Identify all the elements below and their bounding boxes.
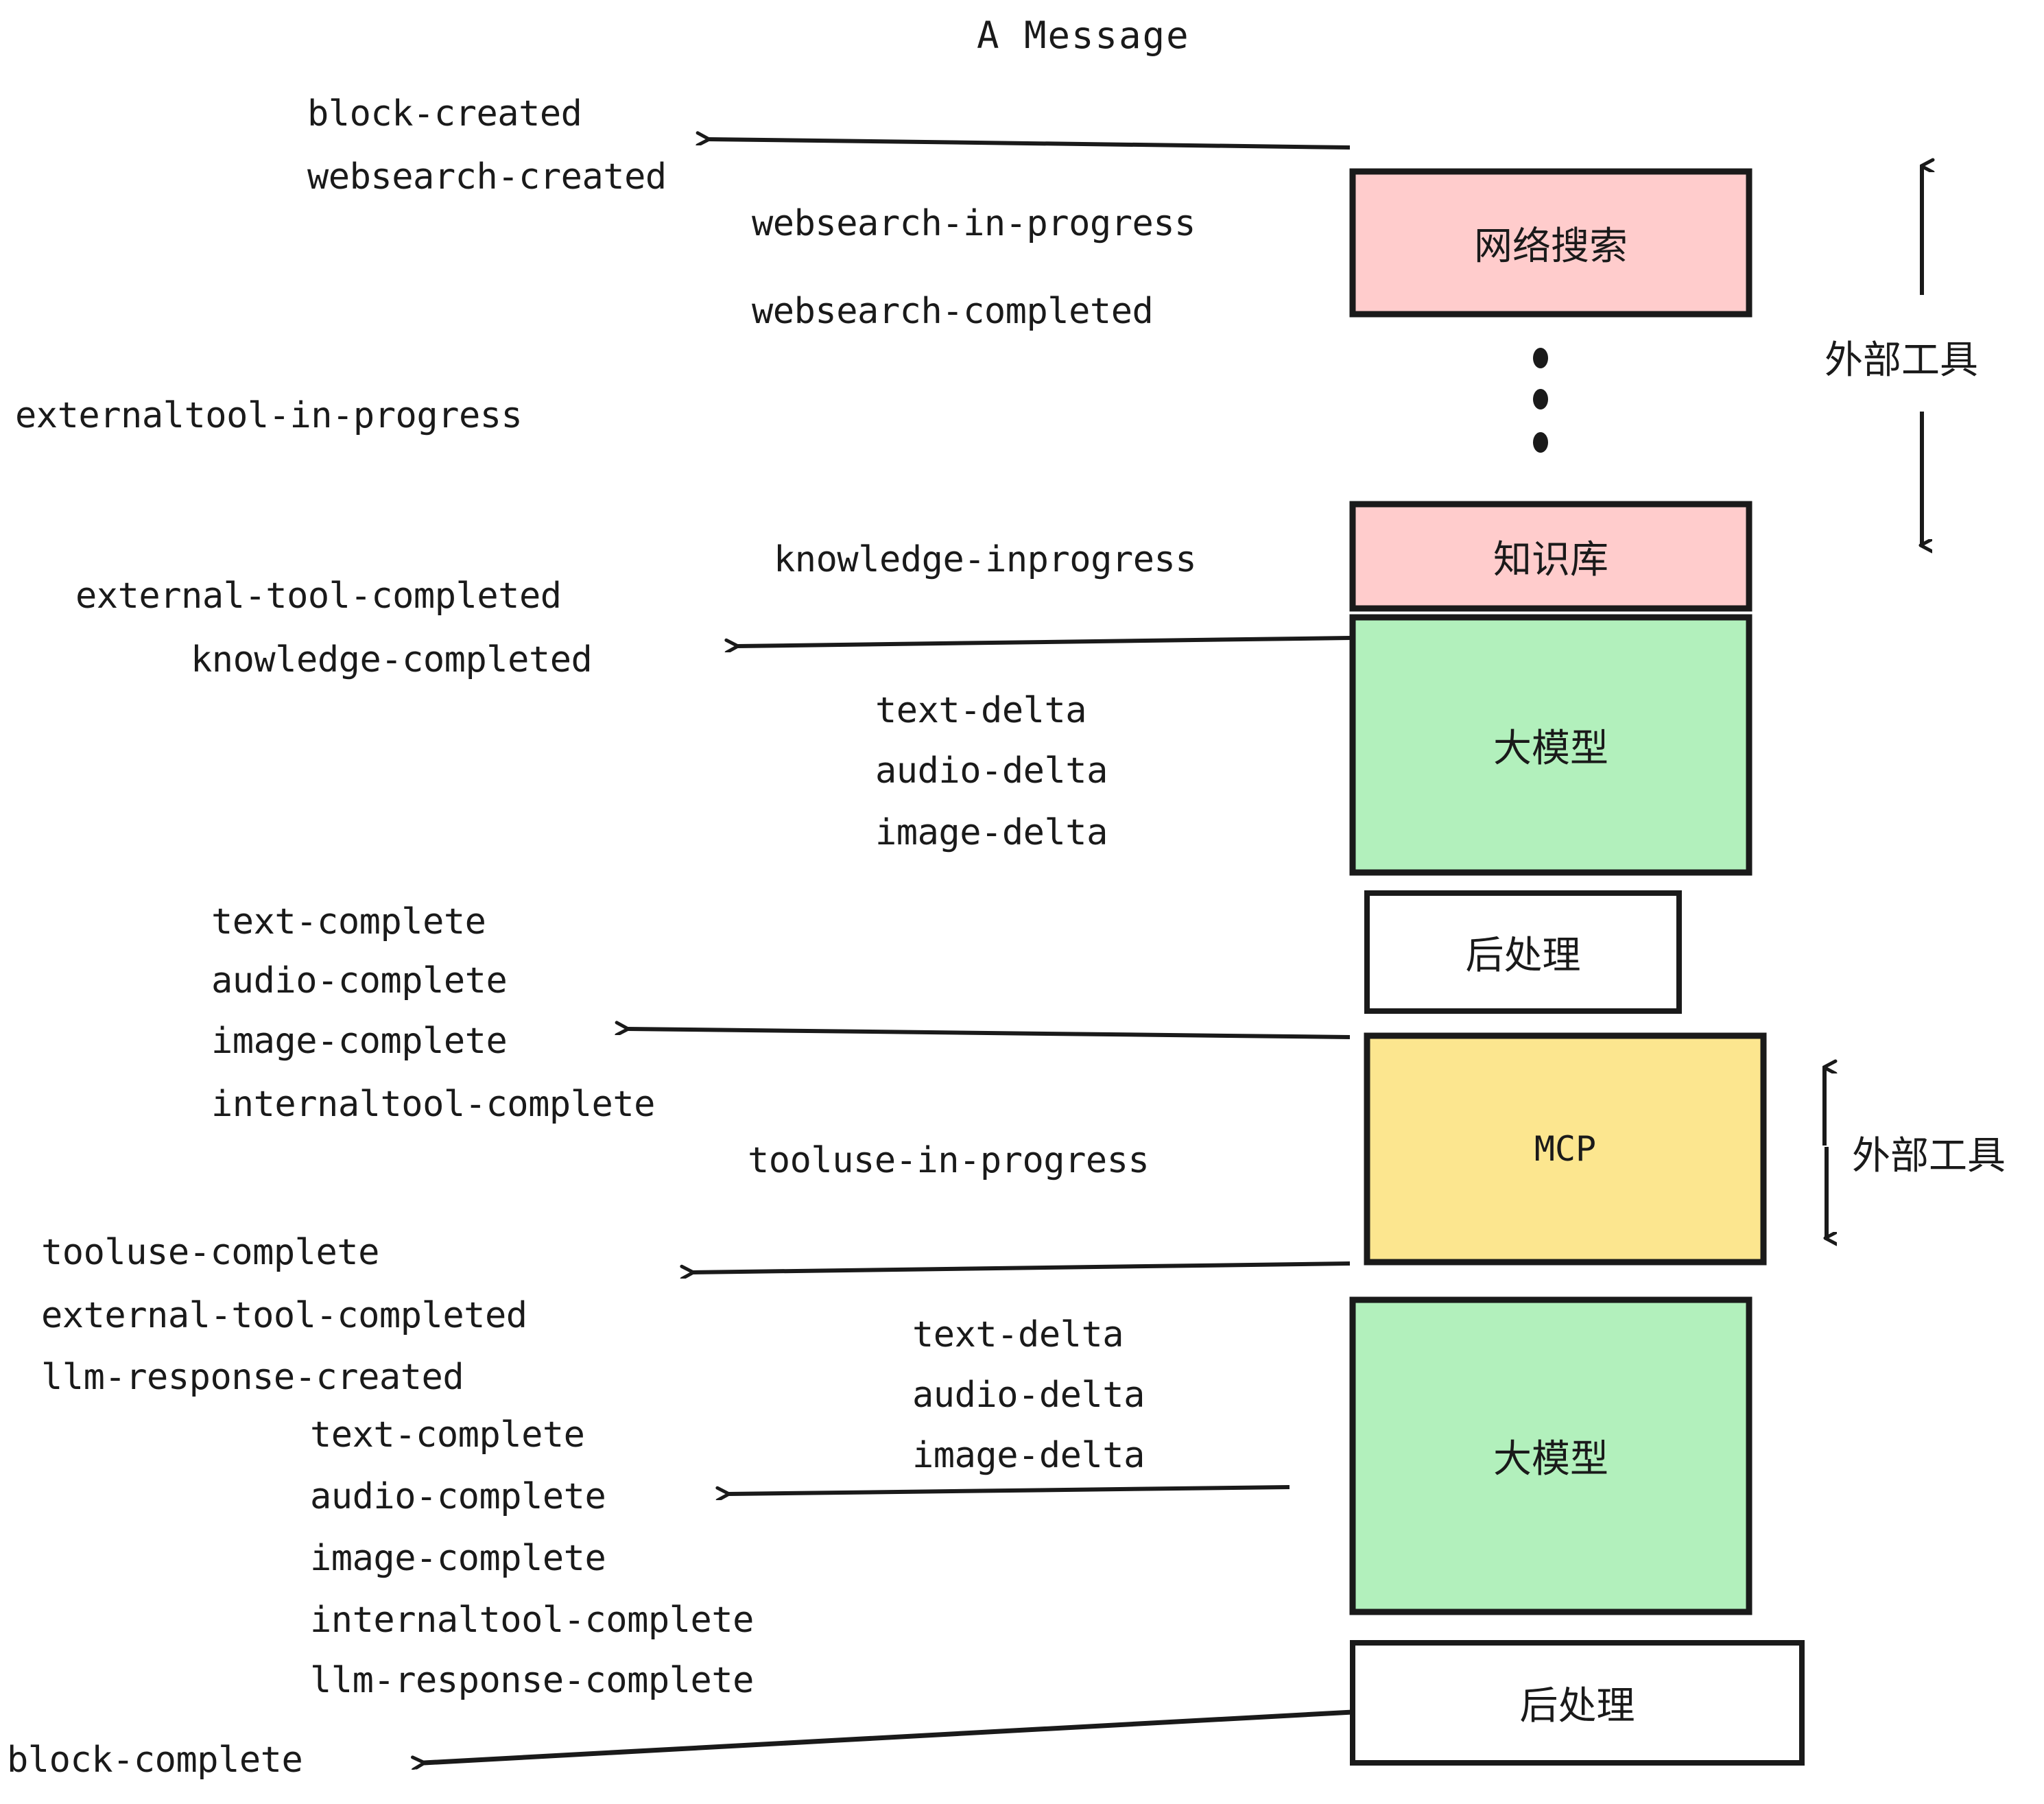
box-postprocess-1[interactable]	[1364, 890, 1682, 1014]
diagram-title: A Message	[977, 14, 1190, 57]
event-label-audio-delta-1: audio-delta	[875, 750, 1108, 792]
event-label-llm-response-complete: llm-response-complete	[310, 1660, 754, 1701]
event-label-websearch-completed: websearch-completed	[752, 291, 1154, 332]
box-knowledge[interactable]	[1349, 501, 1752, 612]
box-postprocess-2[interactable]	[1350, 1640, 1805, 1766]
box-label-knowledge: 知识库	[1493, 537, 1608, 582]
event-label-tooluse-in-progress: tooluse-in-progress	[748, 1140, 1150, 1181]
box-label-llm-2: 大模型	[1493, 1437, 1608, 1482]
event-label-text-complete-2: text-complete	[310, 1414, 585, 1456]
box-label-postprocess-1: 后处理	[1465, 933, 1581, 978]
arrow-mcp-to-tooluse-complete	[693, 1261, 1351, 1272]
event-label-websearch-in-progress: websearch-in-progress	[752, 203, 1196, 244]
arrow-websearch-to-created	[709, 139, 1351, 150]
group-label-external-tools-top: 外部工具	[1825, 338, 1978, 383]
event-label-audio-complete-1: audio-complete	[211, 960, 508, 1001]
box-label-postprocess-2: 后处理	[1519, 1684, 1635, 1729]
ellipsis-dot-1	[1533, 348, 1548, 368]
box-llm-1[interactable]	[1349, 614, 1752, 876]
event-label-image-delta-2: image-delta	[912, 1435, 1145, 1476]
event-label-text-complete-1: text-complete	[211, 901, 486, 942]
box-label-mcp: MCP	[1534, 1129, 1597, 1169]
arrow-llm2-to-audio-complete	[728, 1485, 1290, 1494]
event-label-image-delta-1: image-delta	[875, 812, 1108, 853]
arrow-post2-to-block-complete	[424, 1709, 1353, 1763]
ellipsis-dot-3	[1533, 432, 1548, 453]
group-label-external-tools-bottom: 外部工具	[1852, 1134, 2006, 1178]
arrow-knowledge-to-completed	[737, 636, 1351, 646]
event-label-image-complete-2: image-complete	[310, 1538, 606, 1579]
box-mcp[interactable]	[1364, 1032, 1767, 1266]
event-label-text-delta-1: text-delta	[875, 690, 1087, 731]
event-label-internaltool-complete-1: internaltool-complete	[211, 1084, 655, 1125]
box-label-llm-1: 大模型	[1493, 726, 1608, 771]
event-label-tooluse-complete: tooluse-complete	[41, 1232, 379, 1273]
event-label-audio-delta-2: audio-delta	[912, 1375, 1145, 1416]
event-label-image-complete-1: image-complete	[211, 1021, 508, 1062]
event-label-externaltool-in-progress: externaltool-in-progress	[15, 395, 523, 436]
event-label-internaltool-complete-2: internaltool-complete	[310, 1600, 754, 1641]
event-label-block-complete: block-complete	[7, 1740, 303, 1781]
event-label-websearch-created: websearch-created	[307, 156, 667, 198]
event-label-external-tool-completed-1: external-tool-completed	[75, 575, 562, 617]
event-label-llm-response-created: llm-response-created	[41, 1357, 464, 1398]
event-label-knowledge-completed: knowledge-completed	[191, 639, 593, 680]
box-llm-2[interactable]	[1349, 1296, 1752, 1615]
event-label-block-created: block-created	[307, 93, 582, 134]
event-label-knowledge-inprogress: knowledge-inprogress	[774, 539, 1197, 580]
event-label-text-delta-2: text-delta	[912, 1314, 1124, 1355]
arrow-post1-to-image-complete	[628, 1029, 1351, 1039]
event-label-audio-complete-2: audio-complete	[310, 1476, 606, 1517]
event-label-external-tool-completed-2: external-tool-completed	[41, 1295, 527, 1336]
ellipsis-dot-2	[1533, 389, 1548, 410]
box-websearch[interactable]	[1349, 168, 1752, 318]
box-label-websearch: 网络搜索	[1474, 224, 1628, 269]
